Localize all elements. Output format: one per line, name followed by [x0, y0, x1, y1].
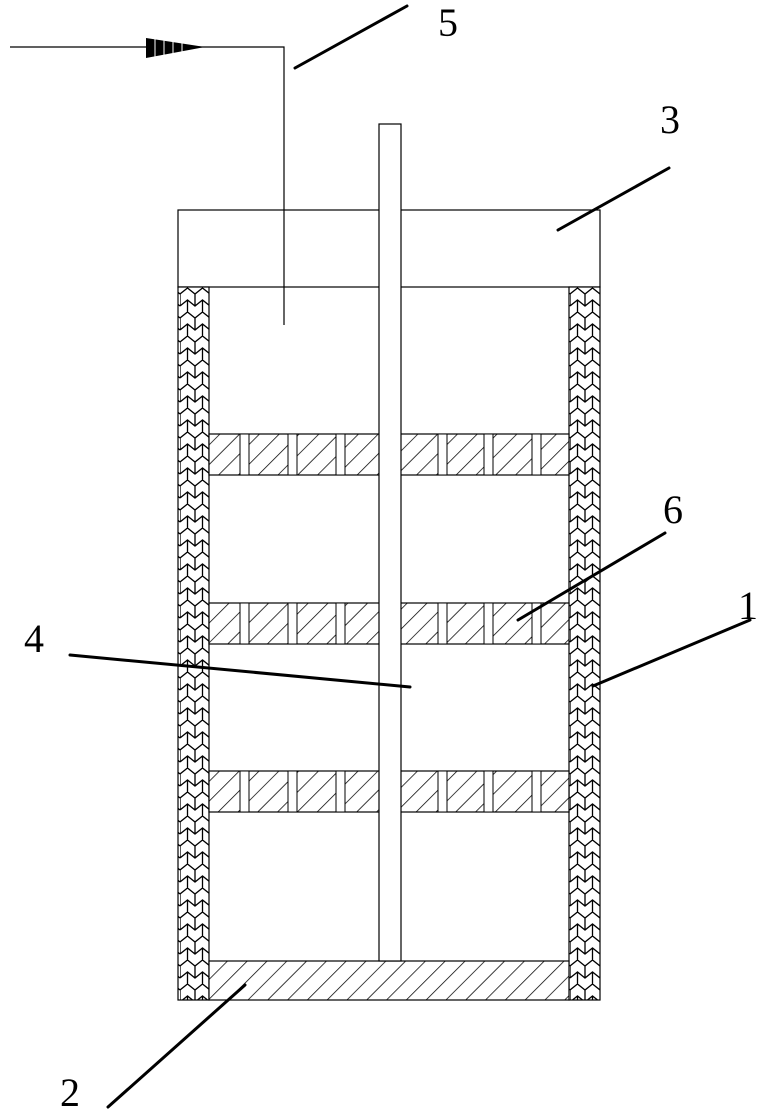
- tray-hole: [531, 770, 542, 813]
- label-4: 4: [24, 616, 44, 661]
- tray-hole: [287, 433, 298, 476]
- label-3: 3: [660, 97, 680, 142]
- leader-3: [556, 166, 671, 232]
- left-wall: [177, 286, 210, 1001]
- tray-hole: [437, 770, 448, 813]
- tray-hole: [483, 602, 494, 645]
- leader-6: [516, 531, 667, 622]
- tray-hole: [239, 770, 250, 813]
- tray-hole: [335, 433, 346, 476]
- label-5: 5: [438, 0, 458, 45]
- flow-arrow-ridges: [154, 39, 183, 57]
- tray-hole: [437, 602, 448, 645]
- tray-hole: [335, 770, 346, 813]
- tray-hole: [335, 602, 346, 645]
- tray-hole: [483, 770, 494, 813]
- tray-hole: [287, 602, 298, 645]
- tray-hole: [531, 602, 542, 645]
- flow-arrow-icon: [146, 38, 205, 58]
- leader-5: [293, 4, 409, 70]
- tray-hole: [531, 433, 542, 476]
- right-wall: [568, 286, 601, 1001]
- tray-hole: [437, 433, 448, 476]
- tray-hole: [239, 602, 250, 645]
- label-6: 6: [663, 487, 683, 532]
- tray-hole: [287, 770, 298, 813]
- leader-4: [68, 653, 412, 689]
- leader-1: [591, 618, 752, 688]
- feed-pipe: [10, 46, 285, 325]
- bottom-base: [208, 960, 570, 1001]
- tray-hole: [483, 433, 494, 476]
- leader-2: [106, 983, 247, 1109]
- tray-hole: [239, 433, 250, 476]
- central-shaft: [378, 123, 402, 962]
- label-2: 2: [60, 1070, 80, 1115]
- label-1: 1: [738, 583, 758, 628]
